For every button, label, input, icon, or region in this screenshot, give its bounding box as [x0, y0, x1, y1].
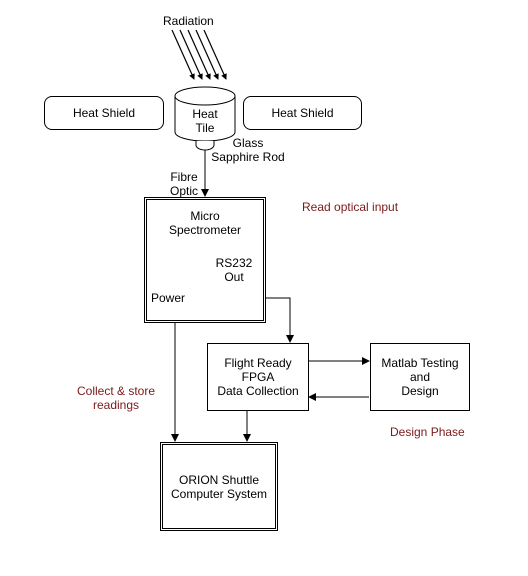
flight-ready-fpga-box: Flight Ready FPGA Data Collection [207, 343, 309, 411]
design-phase-note: Design Phase [390, 425, 465, 439]
micro-spectrometer-label: Micro Spectrometer [168, 209, 242, 237]
fibre-optic-label: Fibre Optic [169, 170, 198, 198]
heat-shield-left: Heat Shield [44, 96, 164, 130]
micro-spectrometer-box [144, 197, 266, 323]
rs232-to-fpga-line [262, 297, 294, 343]
matlab-testing-box: Matlab Testing and Design [370, 343, 470, 411]
collect-store-note: Collect & store readings [76, 384, 156, 412]
power-label: Power [151, 291, 186, 305]
glass-sapphire-rod-label: Glass Sapphire Rod [211, 136, 285, 164]
heat-tile-cylinder [174, 86, 236, 142]
radiation-arrows [171, 29, 227, 80]
heat-tile-label: Heat Tile [192, 107, 218, 135]
read-optical-input-note: Read optical input [302, 200, 399, 214]
orion-computer-box: ORION Shuttle Computer System [160, 442, 278, 531]
radiation-label: Radiation [163, 14, 214, 28]
heat-shield-right: Heat Shield [243, 96, 362, 130]
rs232-out-label: RS232 Out [215, 256, 253, 284]
